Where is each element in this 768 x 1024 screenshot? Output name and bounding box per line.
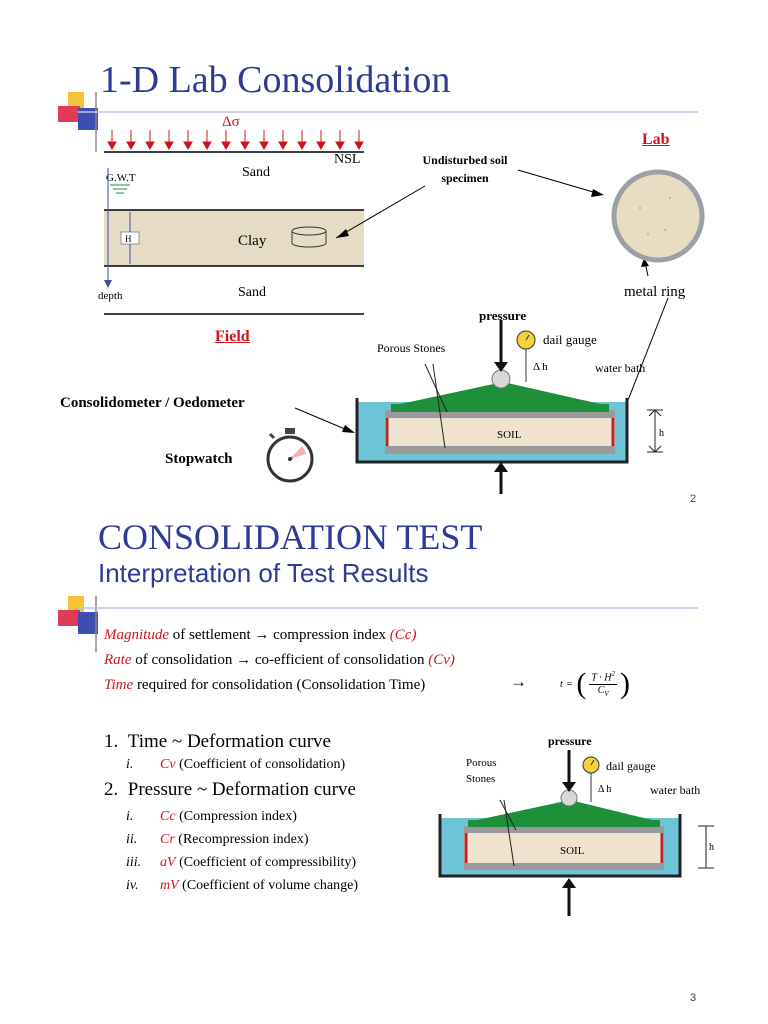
apparatus2-stones-label: Stones — [466, 773, 495, 785]
clay-layer — [104, 210, 364, 266]
apparatus-h-label: h — [659, 428, 664, 439]
time-arrow: → — [510, 672, 527, 691]
formula-t: t — [560, 678, 563, 690]
list-2-item-mv: iv.mV (Coefficient of volume change) — [126, 878, 359, 893]
load-arrow-head — [240, 141, 250, 151]
h-label: H — [125, 234, 132, 244]
load-arrow-head — [335, 141, 345, 151]
rate-text: of consolidation → co-efficient of conso… — [131, 652, 429, 668]
pointer-arrows — [294, 169, 669, 437]
list-2-item-cc: i.Cc (Compression index) — [126, 809, 297, 824]
slide-2: CONSOLIDATION TEST Interpretation of Tes… — [0, 512, 768, 1024]
metal-ring-label: metal ring — [624, 284, 686, 300]
list-2-heading: 2. Pressure ~ Deformation curve — [104, 779, 358, 801]
load-arrow-head — [316, 141, 326, 151]
slide-1: 1-D Lab Consolidation Δσ NSL G.W.T Sand … — [58, 59, 705, 505]
field-soil-profile: Δσ NSL G.W.T Sand Clay H Sand depth — [98, 114, 364, 315]
slide-1-title: 1-D Lab Consolidation — [100, 59, 451, 101]
apparatus2-delta-h-label: Δ h — [598, 784, 611, 795]
list-2-item-cr: ii.Cr (Recompression index) — [126, 832, 309, 847]
load-arrow-head — [221, 141, 231, 151]
depth-label: depth — [98, 290, 123, 302]
load-arrow-head — [183, 141, 193, 151]
page-number-2: 2 — [690, 493, 697, 505]
load-arrows — [107, 130, 364, 151]
sand-bottom-label: Sand — [238, 285, 266, 300]
cv-sym: Cv — [160, 757, 176, 772]
title-decoration — [58, 92, 698, 152]
time-formula: t = ( T · H2 CV ) — [560, 667, 631, 700]
load-arrow-head — [145, 141, 155, 151]
oedometer-apparatus: pressure dail gauge Δ h water bath Porou… — [355, 308, 664, 494]
page-number-3: 3 — [690, 992, 697, 1004]
load-arrow-head — [126, 141, 136, 151]
apparatus2-soil-label: SOIL — [560, 845, 585, 857]
magnitude-sym: (Cc) — [389, 627, 417, 643]
load-arrow-head — [202, 141, 212, 151]
stopwatch-label: Stopwatch — [165, 451, 233, 467]
undisturbed-line-2: specimen — [441, 171, 489, 185]
list-1-item: i. Cv (Coefficient of consolidation) — [104, 757, 358, 773]
apparatus-pressure-label: pressure — [479, 308, 526, 323]
lab-specimen-ring — [611, 169, 705, 263]
formula-sub: V — [604, 689, 609, 698]
magnitude-term: Magnitude — [104, 627, 169, 643]
list-1-num: 1. — [104, 731, 119, 752]
undisturbed-line-1: Undisturbed soil — [422, 153, 508, 167]
rate-line: Rate of consolidation → co-efficient of … — [104, 648, 455, 673]
lab-label: Lab — [642, 131, 670, 148]
nsl-label: NSL — [334, 152, 360, 167]
gwt-label: G.W.T — [106, 172, 136, 184]
time-line: Time required for consolidation (Consoli… — [104, 673, 455, 698]
list-2-num: 2. — [104, 779, 119, 800]
slide-2-subtitle: Interpretation of Test Results — [98, 558, 429, 588]
load-arrow-head — [354, 141, 364, 151]
list-1-text: Time ~ Deformation curve — [127, 731, 331, 752]
apparatus2-dial-label: dail gauge — [606, 759, 656, 773]
intro-lines: Magnitude of settlement → compression in… — [104, 623, 455, 698]
apparatus2-pressure-label: pressure — [548, 734, 592, 748]
slide-2-title: CONSOLIDATION TEST — [98, 517, 483, 557]
load-arrow-head — [259, 141, 269, 151]
delta-sigma-label: Δσ — [222, 114, 240, 130]
rate-term: Rate — [104, 652, 132, 668]
magnitude-line: Magnitude of settlement → compression in… — [104, 623, 455, 648]
formula-denominator: C — [597, 684, 605, 696]
apparatus-delta-h-label: Δ h — [533, 361, 548, 373]
consolidometer-label: Consolidometer / Oedometer — [60, 395, 245, 411]
rate-sym: (Cv) — [428, 652, 455, 668]
stopwatch-icon — [266, 428, 314, 483]
apparatus-porous-label: Porous Stones — [377, 341, 446, 355]
load-arrow-head — [278, 141, 288, 151]
roman-i: i. — [126, 757, 134, 772]
title-decoration-2 — [58, 596, 698, 652]
undisturbed-label: Undisturbed soil specimen — [400, 151, 530, 187]
list-block: 1. Time ~ Deformation curve i. Cv (Coeffi… — [104, 731, 358, 897]
formula-sup: 2 — [611, 670, 616, 679]
load-arrow-head — [164, 141, 174, 151]
apparatus-soil-label: SOIL — [497, 429, 522, 441]
apparatus-water-label: water bath — [595, 361, 645, 375]
oedometer-apparatus-2: pressure dail gauge Δ h water bath Porou… — [438, 734, 714, 916]
list-2-items: i.Cc (Compression index) ii.Cr (Recompre… — [104, 805, 358, 897]
field-label: Field — [215, 328, 250, 345]
load-arrow-head — [297, 141, 307, 151]
apparatus2-water-label: water bath — [650, 783, 700, 797]
time-term: Time — [104, 677, 134, 693]
list-2-text: Pressure ~ Deformation curve — [127, 779, 356, 800]
apparatus2-porous-label: Porous — [466, 757, 497, 769]
list-2-item-av: iii.aV (Coefficient of compressibility) — [126, 855, 357, 870]
load-arrow-head — [107, 141, 117, 151]
list-1-heading: 1. Time ~ Deformation curve — [104, 731, 358, 753]
cv-desc: (Coefficient of consolidation) — [175, 757, 346, 772]
magnitude-text: of settlement → compression index — [169, 627, 390, 643]
clay-label: Clay — [238, 233, 267, 249]
apparatus-dial-label: dail gauge — [543, 332, 597, 347]
formula-eq: = — [566, 678, 573, 690]
time-text: required for consolidation (Consolidatio… — [133, 677, 426, 693]
formula-numerator: T · H — [591, 672, 612, 684]
sand-top-label: Sand — [242, 165, 270, 180]
apparatus2-h-label: h — [709, 842, 714, 853]
